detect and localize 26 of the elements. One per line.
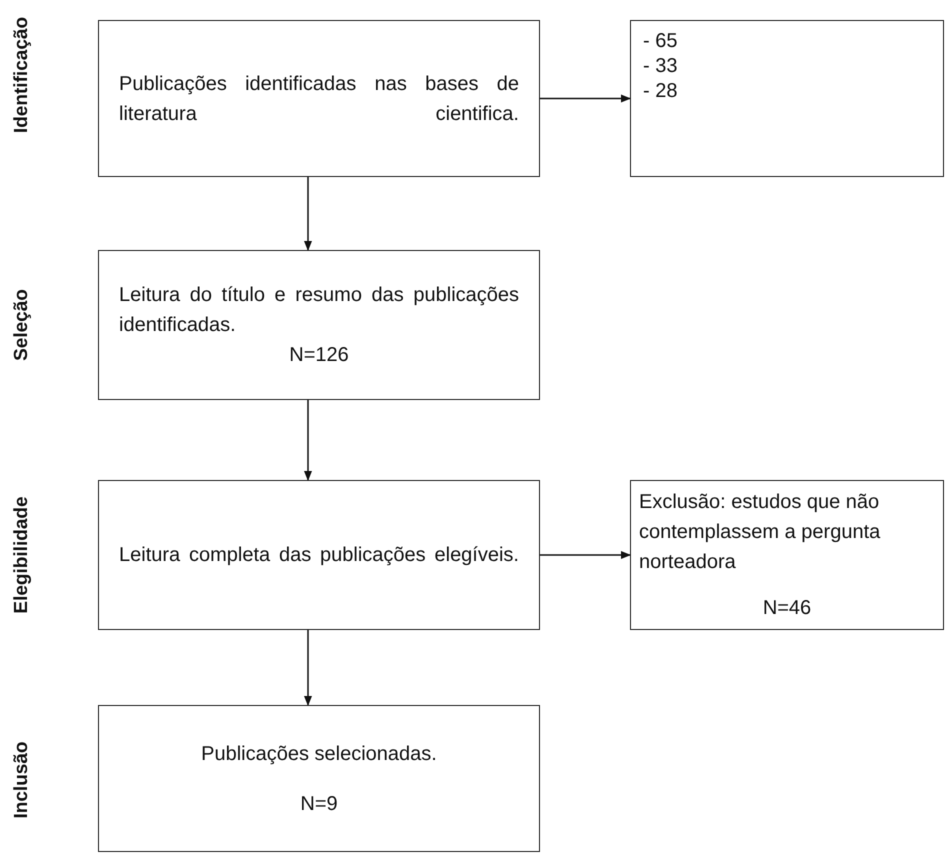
box-text: N=9 [299,792,339,816]
process-box [630,480,944,630]
arrow [540,94,631,102]
process-box [98,705,540,852]
box-text: Leitura completa das publicações elegíveis. [119,543,519,568]
box-text: - 65 [643,29,678,54]
stage-label: Identificação [10,16,33,134]
arrow [540,551,631,559]
process-box [98,480,540,630]
stage-label: Seleção [10,289,33,361]
arrow [304,400,312,481]
stage-label: Elegibilidade [10,496,33,614]
box-text: N=126 [288,343,350,368]
process-box [98,250,540,400]
box-text: Publicações selecionadas. [200,742,438,766]
process-box [630,20,944,177]
box-text: - 33 [643,54,678,79]
stage-label: Inclusão [10,741,33,819]
box-text: Leitura do título e resumo das publicações identificadas. [119,283,519,338]
box-text: N=46 [762,596,812,621]
box-text: Publicações identificadas nas bases de literatura cientifica. [119,72,519,126]
arrow [304,630,312,706]
box-text: - 28 [643,79,678,104]
process-box [98,20,540,177]
arrow [304,177,312,251]
box-text: Exclusão: estudos que não contemplassem a pergunta norteadora [639,490,882,575]
